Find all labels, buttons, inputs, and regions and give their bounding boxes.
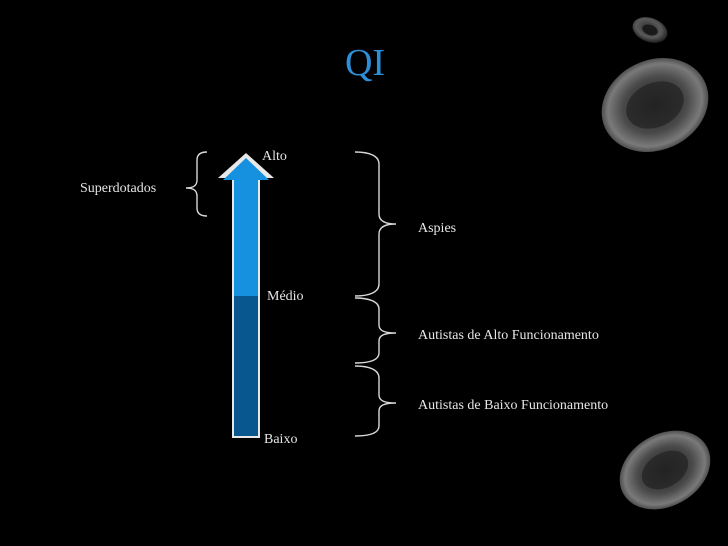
bracket-aspies xyxy=(354,151,397,297)
iq-scale-arrow xyxy=(218,153,274,438)
group-label-autistas-alto: Autistas de Alto Funcionamento xyxy=(418,328,599,343)
bracket-superdotados xyxy=(185,151,208,217)
bracket-autistas-alto xyxy=(354,297,397,364)
scale-label-mid: Médio xyxy=(267,289,304,304)
bracket-autistas-baixo xyxy=(354,365,397,437)
group-label-superdotados: Superdotados xyxy=(80,181,157,196)
group-label-aspies: Aspies xyxy=(418,221,457,236)
group-label-autistas-baixo: Autistas de Baixo Funcionamento xyxy=(418,398,609,413)
slide-title: QI xyxy=(344,42,386,84)
blood-cell-icon xyxy=(601,58,709,152)
blood-cell-icon xyxy=(632,17,668,43)
scale-label-low: Baixo xyxy=(264,432,298,447)
blood-cell-icon xyxy=(619,430,711,510)
scale-label-high: Alto xyxy=(262,149,287,164)
